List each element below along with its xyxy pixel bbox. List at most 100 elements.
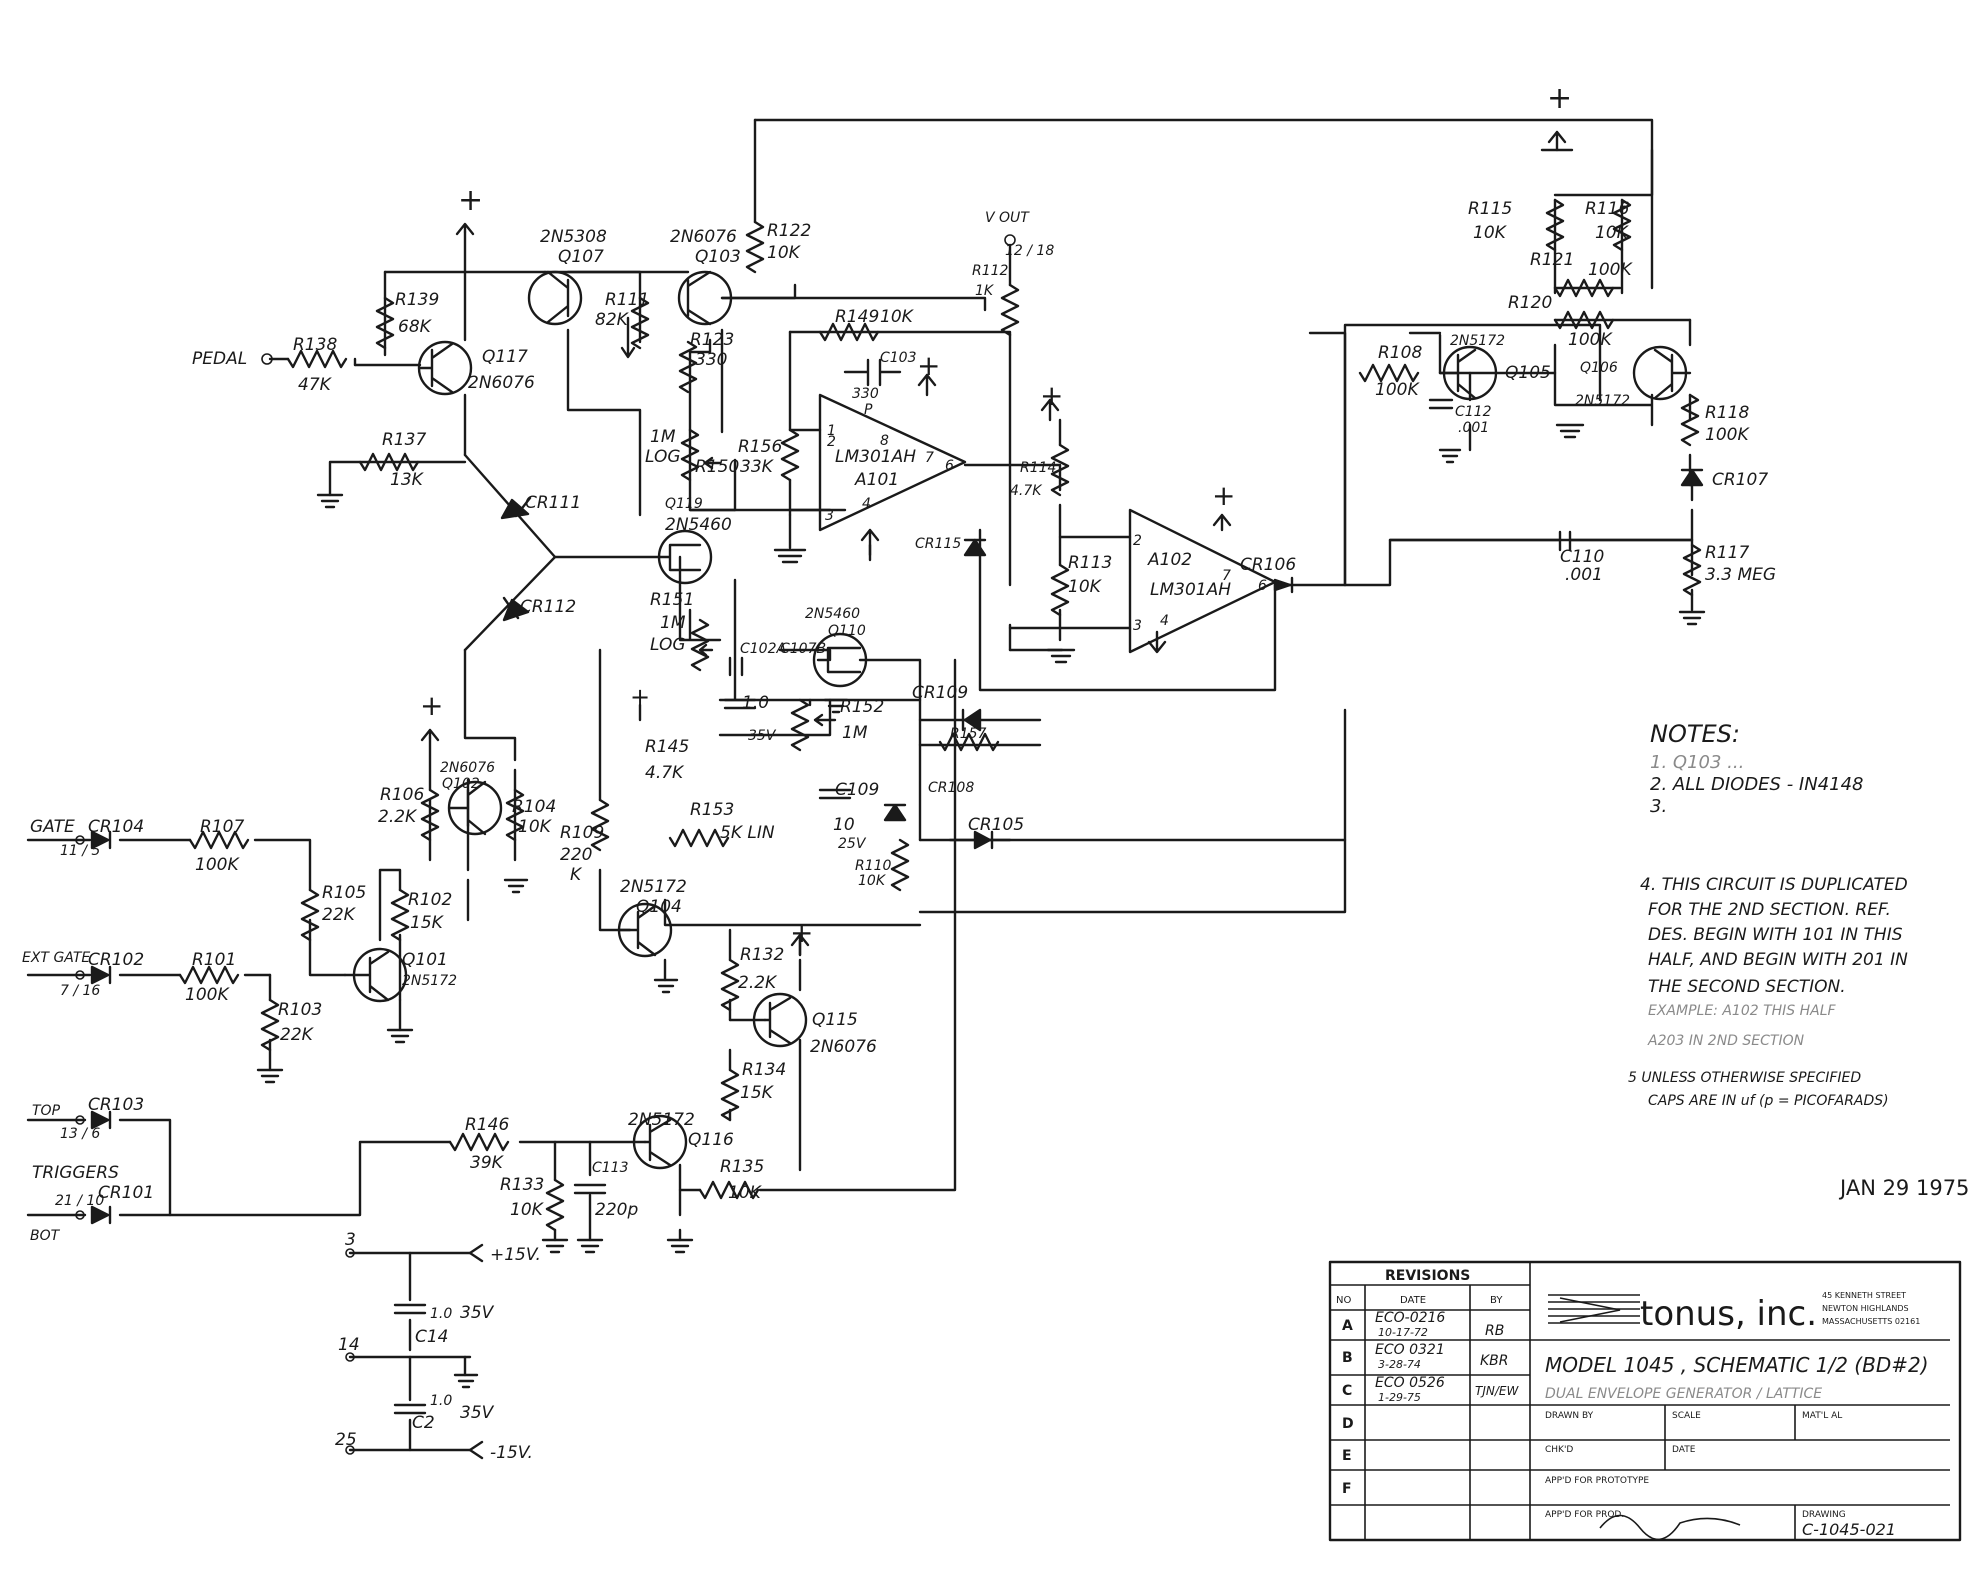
r101-value: 100K — [185, 985, 230, 1005]
r121-value: 100K — [1588, 260, 1633, 280]
r153-label: R153 — [690, 800, 734, 820]
r111-label: R111 — [605, 290, 649, 310]
r150-label: R150 — [695, 457, 739, 477]
q117-type: 2N6076 — [468, 373, 535, 393]
rev-f-no: F — [1342, 1481, 1352, 1497]
rev-a-no: A — [1342, 1318, 1353, 1334]
bot-trigger-label: BOT — [30, 1228, 61, 1244]
r151-taper: LOG — [650, 635, 686, 655]
cr107-label: CR107 — [1712, 470, 1768, 490]
r135-value: 10K — [728, 1183, 763, 1203]
r112-value: 1K — [975, 283, 995, 299]
r145-label: R145 — [645, 737, 689, 757]
svg-text:4: 4 — [862, 496, 871, 512]
ext-gate-label: EXT GATE — [22, 950, 90, 966]
note-4-example-2: A203 IN 2ND SECTION — [1647, 1033, 1805, 1049]
r149-label: R149 — [835, 307, 879, 327]
q104-type: 2N5172 — [620, 877, 687, 897]
note-1: 1. Q103 ... — [1650, 752, 1744, 773]
r138-label: R138 — [293, 335, 337, 355]
r149-value: 10K — [880, 307, 915, 327]
note-4-line-4: HALF, AND BEGIN WITH 201 IN — [1648, 950, 1908, 970]
q102-label: Q102 — [442, 776, 480, 792]
rev-c-by: TJN/EW — [1475, 1384, 1519, 1398]
svg-text:+: + — [458, 183, 483, 218]
rev-e-no: E — [1342, 1448, 1352, 1464]
c1-voltage: 35V — [460, 1303, 495, 1323]
rev-a-eco: ECO-0216 — [1375, 1310, 1445, 1326]
q107-label: Q107 — [558, 247, 604, 267]
scale-label: SCALE — [1672, 1411, 1701, 1421]
r132-value: 2.2K — [738, 973, 778, 993]
r114-label: R114 — [1020, 460, 1056, 476]
r123-label: R123 — [690, 330, 734, 350]
drawing-subtitle: DUAL ENVELOPE GENERATOR / LATTICE — [1545, 1386, 1822, 1402]
col-no: NO — [1336, 1295, 1351, 1306]
svg-text:+: + — [917, 349, 940, 382]
q103-type: 2N6076 — [670, 227, 737, 247]
cr105-label: CR105 — [968, 815, 1024, 835]
svg-text:6: 6 — [945, 458, 954, 474]
r106-label: R106 — [380, 785, 424, 805]
r152-label: R152 — [840, 697, 884, 717]
svg-text:8: 8 — [880, 433, 889, 449]
plus-15v-label: +15V. — [490, 1245, 541, 1265]
company-name: tonus, inc. — [1640, 1294, 1817, 1334]
r113-label: R113 — [1068, 553, 1112, 573]
r108-label: R108 — [1378, 343, 1422, 363]
top-trigger-label: TOP — [32, 1103, 61, 1119]
r109-value: 220 — [560, 845, 592, 865]
r157-label: R157 — [950, 726, 987, 742]
c2-label: C2 — [412, 1413, 435, 1433]
rev-c-no: C — [1342, 1383, 1352, 1399]
terminals — [75, 234, 1016, 1460]
svg-text:7: 7 — [925, 450, 934, 466]
svg-text:2: 2 — [827, 434, 836, 450]
r133-label: R133 — [500, 1175, 544, 1195]
q107-type: 2N5308 — [540, 227, 607, 247]
svg-text:+: + — [1547, 81, 1572, 116]
q117-label: Q117 — [482, 347, 528, 367]
rev-b-by: KBR — [1480, 1353, 1509, 1369]
r137-label: R137 — [382, 430, 426, 450]
q116-type: 2N5172 — [628, 1110, 695, 1130]
c1-value: 1.0 — [430, 1306, 452, 1322]
r139-label: R139 — [395, 290, 439, 310]
chkd-label: CHK'D — [1545, 1445, 1573, 1455]
q115-type: 2N6076 — [810, 1037, 877, 1057]
r111-value: 82K — [595, 310, 630, 330]
drawing-number: C-1045-021 — [1802, 1520, 1896, 1539]
svg-text:+: + — [790, 916, 813, 949]
r103-label: R103 — [278, 1000, 322, 1020]
rev-a-by: RB — [1485, 1323, 1504, 1339]
col-date: DATE — [1400, 1295, 1426, 1306]
ext-gate-pins: 7 / 16 — [60, 983, 100, 999]
q119-type: 2N5460 — [665, 515, 732, 535]
c102a-value: 1.0 — [742, 693, 769, 713]
title-block: REVISIONS NO DATE BY A ECO-0216 10-17-72… — [1328, 1260, 1962, 1542]
r121-label: R121 — [1530, 250, 1574, 270]
q119-label: Q119 — [665, 496, 703, 512]
c2-voltage: 35V — [460, 1403, 495, 1423]
r110-value: 10K — [858, 873, 887, 889]
svg-text:2: 2 — [1133, 533, 1142, 549]
r152-value: 1M — [842, 723, 868, 743]
vout-label: V OUT — [985, 210, 1030, 226]
r109-label: R109 — [560, 823, 604, 843]
rev-b-eco: ECO 0321 — [1375, 1342, 1445, 1358]
op-amps — [818, 393, 1277, 654]
r116-label: R116 — [1585, 199, 1629, 219]
r110-label: R110 — [855, 858, 892, 874]
transistors — [343, 270, 1692, 1170]
q106-label: Q106 — [1580, 360, 1618, 376]
a101-label: A101 — [854, 470, 899, 490]
c113-value: 220p — [595, 1200, 638, 1220]
svg-text:7: 7 — [1222, 568, 1231, 584]
r153-value: 5K LIN — [720, 823, 775, 843]
pedal-label: PEDAL — [192, 349, 247, 369]
svg-text:3: 3 — [1133, 618, 1142, 634]
notes-block: NOTES: 1. Q103 ... 2. ALL DIODES - IN414… — [1628, 720, 1969, 1200]
svg-text:3: 3 — [825, 508, 834, 524]
component-labels: PEDAL R138 47K R139 68K Q117 2N6076 R137… — [22, 199, 1776, 1463]
svg-text:6: 6 — [1258, 578, 1267, 594]
